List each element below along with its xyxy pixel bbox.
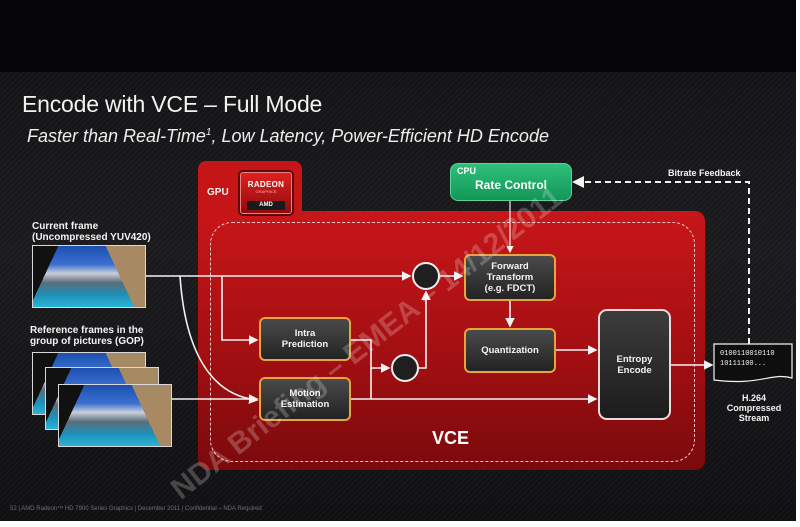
cpu-label: CPU	[457, 166, 477, 176]
bitrate-feedback-line	[572, 176, 750, 344]
slide-title: Encode with VCE – Full Mode	[22, 91, 323, 117]
vce-label: VCE	[432, 428, 470, 448]
h264-stream-label: H.264 Compressed Stream	[704, 393, 796, 423]
bitstream-text: 0100110010110 10111100...	[720, 349, 775, 369]
forward-transform-label: Forward Transform (e.g. FDCT)	[485, 261, 536, 294]
h264-label-line3: Stream	[738, 413, 770, 423]
reference-frame-3	[58, 384, 172, 447]
forward-transform-line3: (e.g. FDCT)	[484, 283, 536, 294]
motion-estimation-line1: Motion	[289, 388, 321, 399]
landscape-picture	[59, 385, 171, 446]
landscape-picture	[33, 246, 145, 307]
gpu-label: GPU	[207, 187, 229, 198]
vce-boundary	[210, 222, 695, 462]
quantization-label: Quantization	[481, 345, 539, 356]
entropy-encode-block: Entropy Encode	[598, 309, 671, 420]
entropy-encode-line1: Entropy	[616, 353, 653, 365]
forward-transform-line1: Forward	[491, 261, 529, 272]
forward-transform-line2: Transform	[486, 272, 534, 283]
bitstream-line1: 0100110010110	[720, 350, 775, 358]
entropy-encode-line2: Encode	[617, 364, 652, 376]
current-frame-label: Current frame (Uncompressed YUV420)	[32, 221, 151, 243]
reference-frames-label: Reference frames in the group of picture…	[30, 325, 144, 347]
current-frame-label-line1: Current frame	[32, 221, 99, 232]
motion-estimation-block: Motion Estimation	[259, 377, 351, 421]
subtitle-part2: , Low Latency, Power-Efficient HD Encode	[211, 126, 549, 146]
bitrate-feedback-label: Bitrate Feedback	[668, 168, 741, 178]
summing-node-2	[391, 354, 419, 382]
intra-prediction-line1: Intra	[294, 328, 316, 339]
bitstream-line2: 10111100...	[720, 360, 767, 368]
wire-frame-to-motion	[179, 275, 259, 404]
wire-intra-to-sum2	[351, 339, 391, 373]
entropy-encode-label: Entropy Encode	[617, 354, 653, 376]
quantization-block: Quantization	[464, 328, 556, 373]
radeon-logo: RADEON GRAPHICS AMD	[240, 172, 292, 214]
subtitle-part1: Faster than Real-Time	[27, 126, 206, 146]
summing-node-1	[412, 262, 440, 290]
current-frame-image	[32, 245, 146, 308]
wire-frame-to-intra	[221, 276, 259, 345]
footnote-marker: 1	[205, 127, 212, 138]
wire-sum2-to-sum1	[419, 290, 431, 369]
h264-label-line2: Compressed	[726, 403, 782, 413]
intra-prediction-block: Intra Prediction	[259, 317, 351, 361]
slide-footer: 52 | AMD Radeon™ HD 7900 Series Graphics…	[10, 506, 262, 512]
slide-subtitle: Faster than Real-Time1, Low Latency, Pow…	[27, 126, 549, 147]
rate-control-block: CPU Rate Control	[450, 163, 572, 201]
motion-estimation-label: Motion Estimation	[281, 388, 330, 410]
stream-document-icon	[713, 343, 793, 383]
reference-frames-label-line1: Reference frames in the	[30, 325, 144, 336]
amd-logo: AMD	[247, 201, 285, 210]
intra-prediction-label: Intra Prediction	[282, 328, 328, 350]
rate-control-label: Rate Control	[475, 178, 547, 192]
reference-frames-label-line2: group of pictures (GOP)	[30, 336, 144, 347]
current-frame-label-line2: (Uncompressed YUV420)	[32, 232, 151, 243]
intra-prediction-line2: Prediction	[281, 339, 329, 350]
radeon-logo-brand: RADEON	[247, 180, 285, 189]
motion-estimation-line2: Estimation	[280, 399, 330, 410]
forward-transform-block: Forward Transform (e.g. FDCT)	[464, 254, 556, 301]
h264-label-line1: H.264	[741, 393, 767, 403]
radeon-logo-sub: GRAPHICS	[255, 189, 277, 194]
